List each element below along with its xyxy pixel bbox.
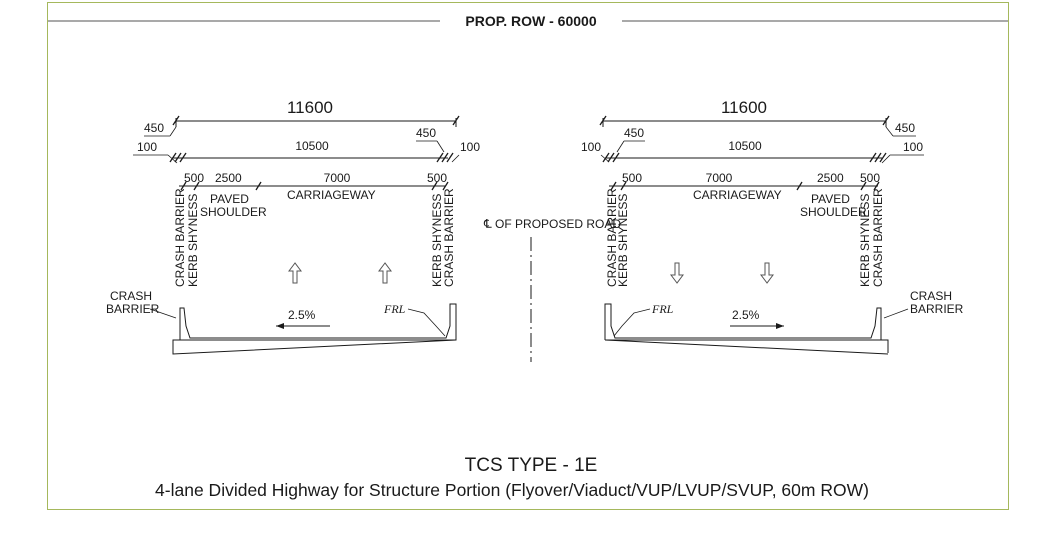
right-crash-label-1: CRASH: [910, 289, 952, 303]
left-500-b: 500: [427, 171, 447, 185]
right-100-a: 100: [581, 140, 601, 154]
left-frl: FRL: [383, 302, 406, 316]
left-7000: 7000: [324, 171, 351, 185]
left-100-b: 100: [460, 140, 480, 154]
left-500-a: 500: [184, 171, 204, 185]
drawing-frame: [47, 2, 1009, 510]
row-label: PROP. ROW - 60000: [465, 13, 596, 29]
left-v-kerb-a: KERB SHYNESS: [186, 194, 200, 287]
right-v-crash-a: CRASH BARRIER: [605, 188, 619, 287]
right-total-label: 11600: [721, 98, 767, 117]
drawing-subtitle: 4-lane Divided Highway for Structure Por…: [155, 480, 869, 500]
left-paved: PAVED: [210, 192, 249, 206]
left-total-label: 11600: [287, 98, 333, 117]
right-500-b: 500: [860, 171, 880, 185]
right-crash-label-2: BARRIER: [910, 302, 964, 316]
centerline-label: ℄ OF PROPOSED ROAD: [483, 217, 621, 231]
right-frl: FRL: [651, 302, 674, 316]
left-crash-label-1: CRASH: [110, 289, 152, 303]
traffic-up-arrow-2: [378, 262, 392, 284]
right-10500-label: 10500: [728, 139, 762, 153]
right-deck-bottom: [604, 339, 889, 355]
left-10500-label: 10500: [295, 139, 329, 153]
left-shoulder: SHOULDER: [200, 205, 267, 219]
left-100-a: 100: [137, 140, 157, 154]
right-carriageway-section: 11600 450 100 10500 450 100 500 7000 250…: [581, 98, 964, 355]
right-v-crash-b: CRASH BARRIER: [871, 188, 885, 287]
right-2500: 2500: [817, 171, 844, 185]
left-slope: 2.5%: [288, 308, 316, 322]
left-v-crash-b: CRASH BARRIER: [442, 188, 456, 287]
left-v-kerb-b: KERB SHYNESS: [430, 194, 444, 287]
right-450-a: 450: [624, 126, 644, 140]
left-carriageway: CARRIAGEWAY: [287, 188, 376, 202]
left-450-b: 450: [416, 126, 436, 140]
right-7000: 7000: [706, 171, 733, 185]
right-v-kerb-a: KERB SHYNESS: [616, 194, 630, 287]
left-carriageway-section: 11600 450 100 10500 450 100 500 2500 700…: [106, 98, 480, 355]
right-450-b: 450: [895, 121, 915, 135]
left-crash-label-2: BARRIER: [106, 302, 160, 316]
traffic-down-arrow-1: [670, 262, 684, 284]
drawing-title: TCS TYPE - 1E: [465, 455, 598, 476]
left-450-a: 450: [144, 121, 164, 135]
right-v-kerb-b: KERB SHYNESS: [858, 194, 872, 287]
right-shoulder: SHOULDER: [800, 205, 867, 219]
right-carriageway: CARRIAGEWAY: [693, 188, 782, 202]
left-v-crash-a: CRASH BARRIER: [173, 188, 187, 287]
left-2500: 2500: [215, 171, 242, 185]
right-paved: PAVED: [811, 192, 850, 206]
right-100-b: 100: [903, 140, 923, 154]
traffic-up-arrow-1: [288, 262, 302, 284]
left-deck-top: [172, 303, 457, 353]
right-500-a: 500: [622, 171, 642, 185]
traffic-down-arrow-2: [760, 262, 774, 284]
left-deck-bottom: [172, 339, 457, 355]
right-slope: 2.5%: [732, 308, 760, 322]
